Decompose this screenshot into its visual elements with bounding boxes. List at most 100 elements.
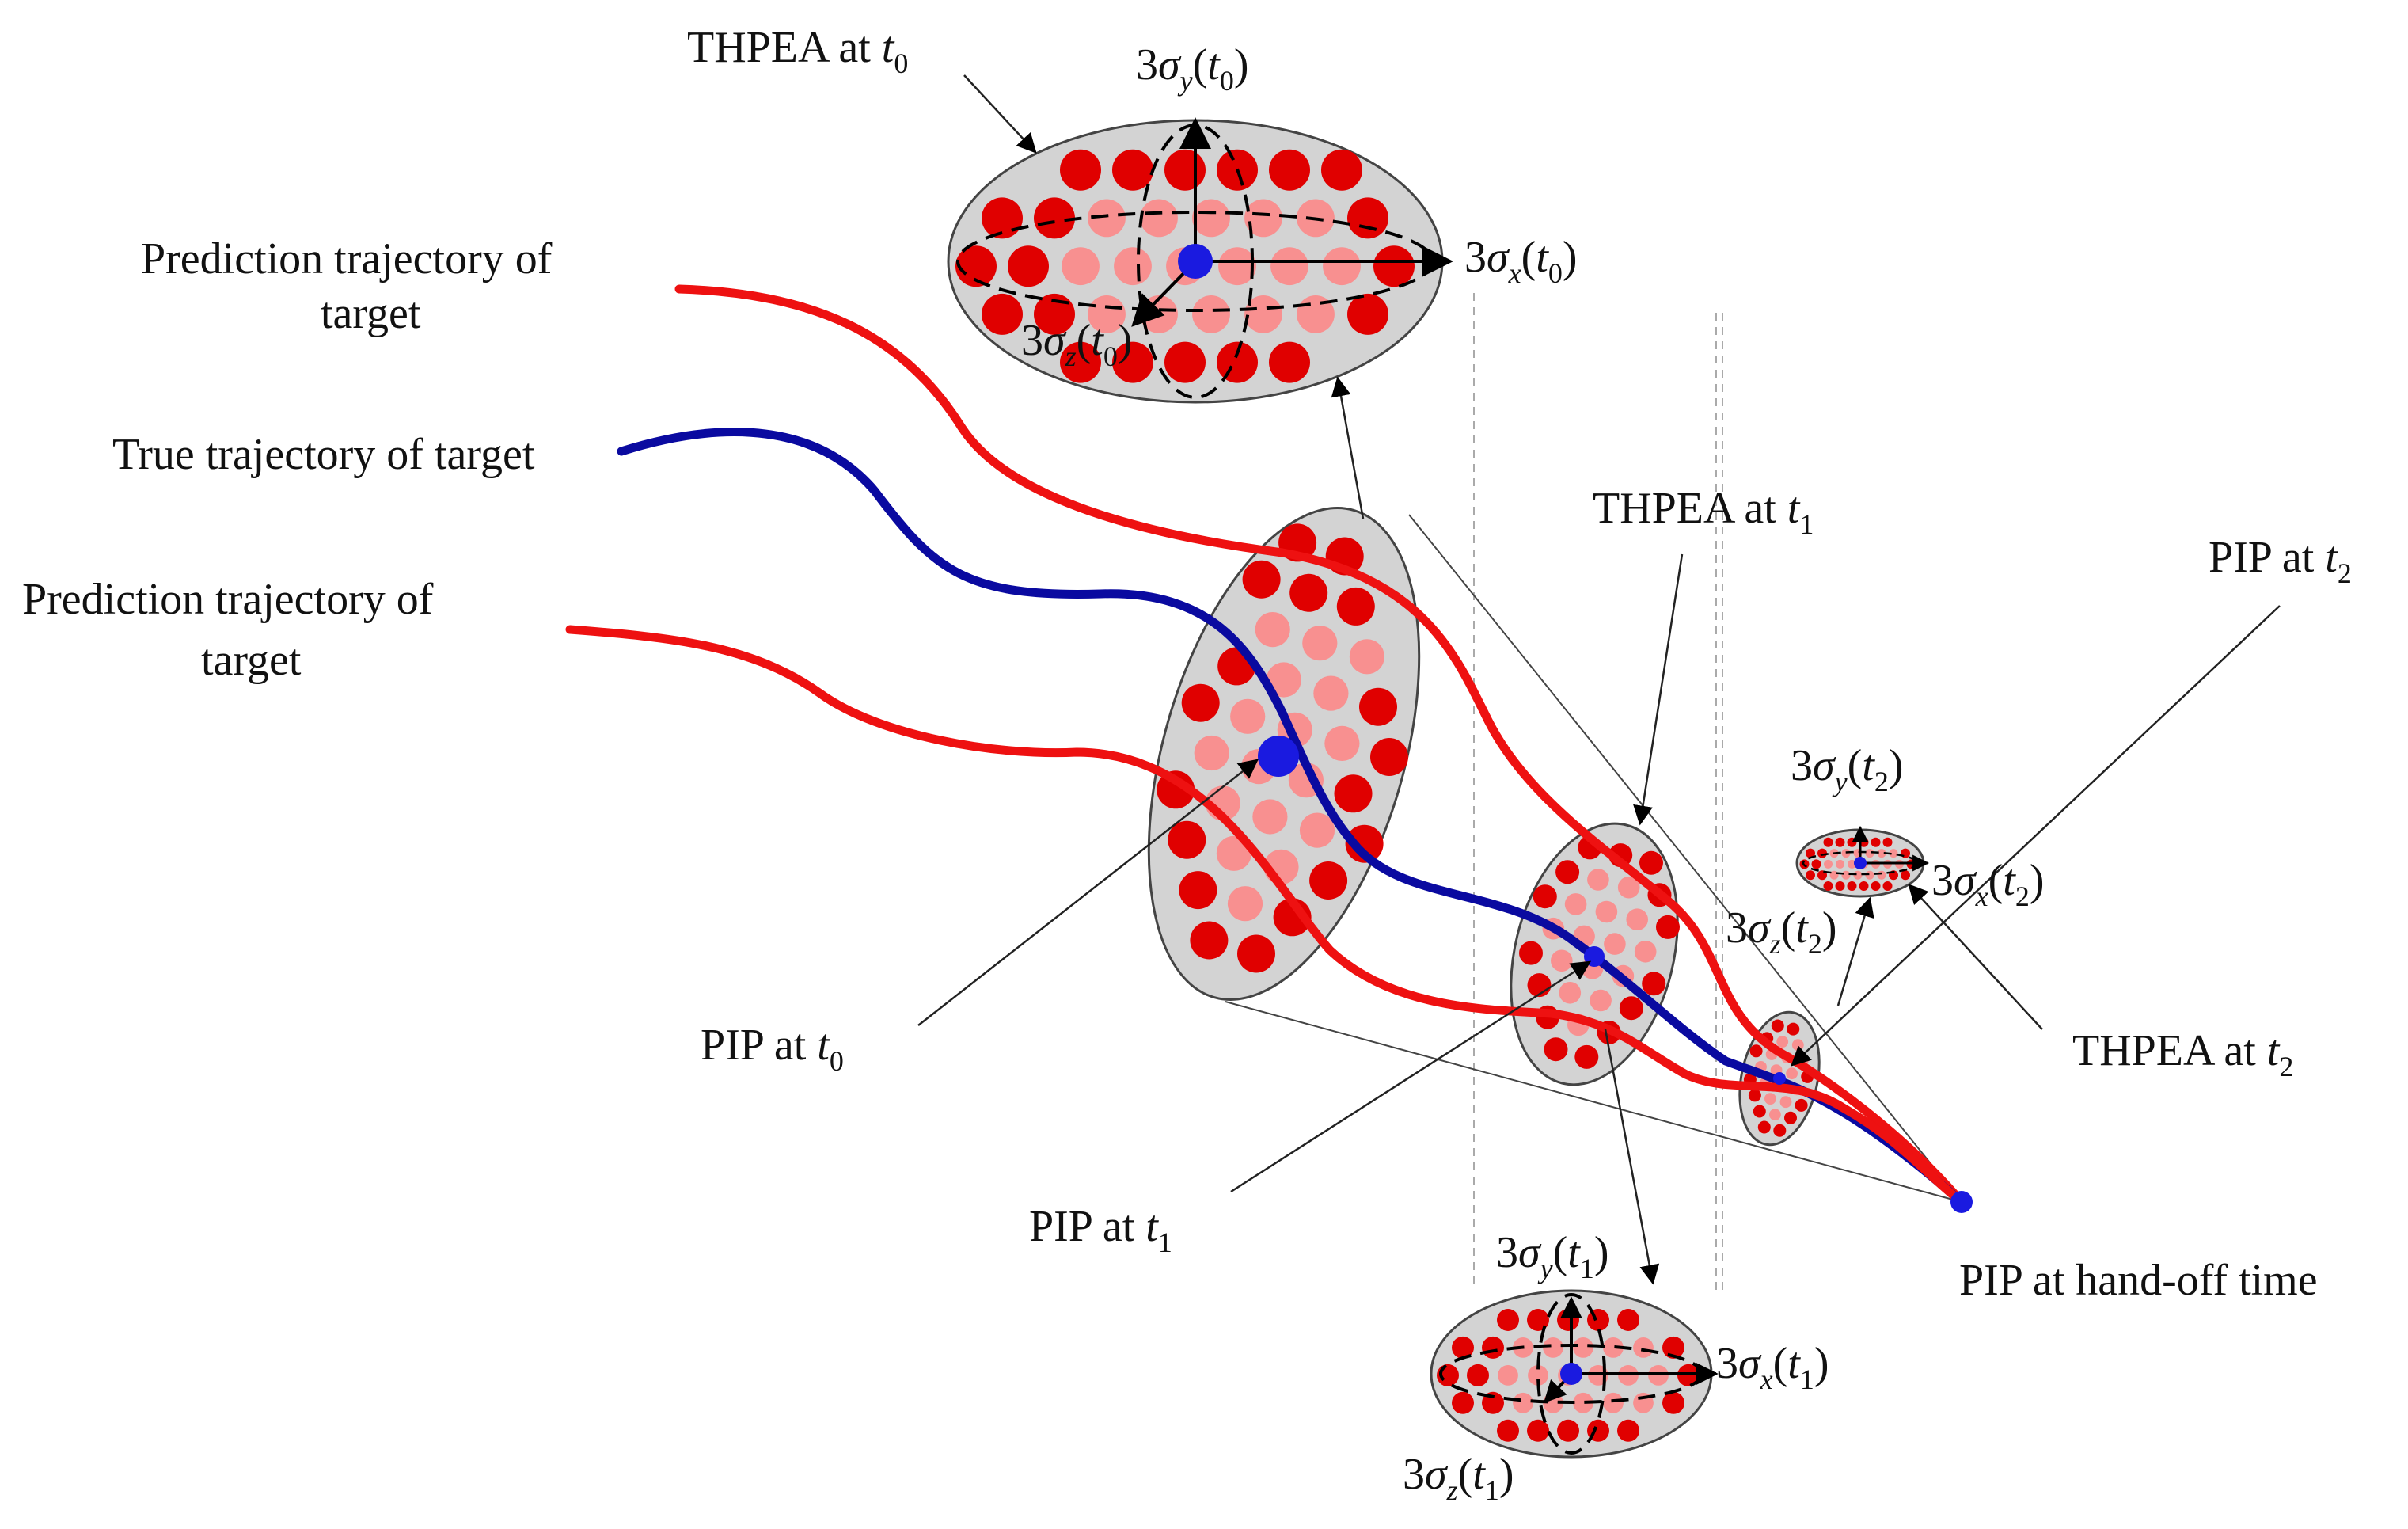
particle-dot [1656, 915, 1680, 939]
particle-dot [1889, 849, 1898, 858]
particle-dot [1034, 197, 1075, 239]
particle-dot [1557, 1419, 1579, 1442]
particle-dot [1865, 870, 1874, 880]
particle-dot [1218, 247, 1256, 286]
particle-dot [1527, 1419, 1549, 1442]
particle-dot [1008, 245, 1049, 287]
particle-dot [1289, 573, 1328, 612]
particle-dot [1349, 639, 1384, 675]
particle-dot [1748, 1089, 1761, 1102]
label-sigma-z-t0: 3σz(t0) [1021, 316, 1133, 372]
particle-dot [1270, 247, 1308, 286]
label-sigma-y-t1: 3σy(t1) [1496, 1228, 1608, 1284]
particle-dot [1062, 247, 1100, 286]
ellipse-t1-main-dots [1519, 835, 1680, 1069]
particle-dot [1060, 341, 1101, 383]
particle-dot [1373, 245, 1415, 287]
particle-dot [1835, 837, 1845, 847]
particle-dot [1564, 893, 1587, 915]
particle-dot [1865, 849, 1874, 858]
label-prediction-bottom-line2: target [201, 636, 302, 685]
particle-dot [1528, 1365, 1548, 1386]
particle-dot [1168, 820, 1206, 859]
particle-dot [1309, 861, 1348, 900]
particle-dot [1227, 886, 1263, 922]
pointer-thpea-t1 [1633, 553, 1684, 826]
particle-dot [1179, 871, 1217, 910]
particle-dot [1112, 149, 1153, 191]
prediction-trajectory-top [674, 284, 1966, 1207]
particle-dot [1882, 881, 1893, 891]
particle-dot [1871, 837, 1881, 847]
particle-dot [1901, 848, 1910, 858]
particle-dot [1617, 1419, 1639, 1442]
particle-dot [1347, 197, 1388, 239]
particle-dot [1088, 199, 1126, 238]
pointer-pip-t0 [917, 759, 1259, 1026]
particle-dot [1634, 941, 1657, 963]
particle-dot [1519, 941, 1543, 965]
particle-dot [1841, 870, 1851, 880]
particle-dot [1513, 1392, 1533, 1413]
label-sigma-z-t1: 3σz(t1) [1403, 1450, 1514, 1506]
particle-dot [1467, 1364, 1489, 1386]
ellipse-t1-detail [1430, 1289, 1719, 1459]
particle-dot [1269, 341, 1310, 383]
particle-dot [982, 293, 1023, 335]
particle-dot [1901, 870, 1910, 881]
true-trajectory [617, 428, 1966, 1207]
label-sigma-x-t0: 3σx(t0) [1464, 233, 1577, 289]
pip-handoff-point [1950, 1191, 1973, 1213]
particle-dot [1543, 1337, 1563, 1358]
particle-dot [1776, 1036, 1789, 1048]
particle-dot [1806, 870, 1815, 881]
particle-dot [1140, 199, 1178, 238]
particle-dot [1639, 850, 1663, 875]
label-pip-t2: PIP at t2 [2209, 533, 2352, 589]
particle-dot [1181, 683, 1220, 722]
particle-dot [1157, 770, 1195, 809]
particle-dot [1544, 1037, 1568, 1062]
pointer-pip-t2 [1791, 605, 2281, 1067]
particle-dot [1811, 859, 1821, 869]
particle-dot [1034, 293, 1075, 335]
particle-dot [1824, 859, 1833, 869]
particle-dot [1617, 876, 1640, 899]
particle-dot [1836, 859, 1844, 869]
particle-dot [1323, 247, 1361, 286]
particle-dot [1324, 725, 1360, 762]
particle-dot [1114, 247, 1152, 286]
particle-dot [1194, 735, 1229, 771]
particle-dot [1573, 1392, 1593, 1413]
particle-dot [1619, 996, 1643, 1021]
particle-dot [1334, 774, 1373, 813]
particle-dot [1482, 1391, 1504, 1414]
particle-dot [1088, 295, 1126, 333]
particle-dot [1859, 881, 1869, 891]
particle-dot [1853, 870, 1863, 880]
cone-line-top [1408, 514, 1962, 1203]
particle-dot [1302, 626, 1338, 661]
pointer-thpea-t0 [963, 74, 1037, 154]
label-prediction-bottom-line1: Prediction trajectory of [22, 575, 434, 624]
particle-dot [1345, 824, 1384, 863]
particle-dot [1555, 860, 1580, 884]
particle-dot [1192, 199, 1230, 238]
particle-dot [1347, 293, 1388, 335]
particle-dot [1877, 849, 1886, 858]
particle-dot [1847, 837, 1857, 847]
particle-dot [1617, 1309, 1639, 1331]
label-prediction-top-line1: Prediction trajectory of [141, 234, 553, 283]
particle-dot [1642, 972, 1666, 996]
particle-dot [1244, 199, 1282, 238]
ellipse-t2-detail-dots [1799, 837, 1916, 891]
particle-dot [1482, 1336, 1504, 1359]
label-pip-t0: PIP at t0 [701, 1021, 844, 1077]
particle-dot [1662, 1336, 1684, 1359]
particle-dot [1604, 933, 1626, 955]
cone-line-bottom [1225, 1001, 1962, 1203]
pointer-thpea-t2 [1908, 884, 2043, 1030]
particle-dot [1573, 1337, 1593, 1358]
label-sigma-y-t2: 3σy(t2) [1791, 741, 1903, 797]
